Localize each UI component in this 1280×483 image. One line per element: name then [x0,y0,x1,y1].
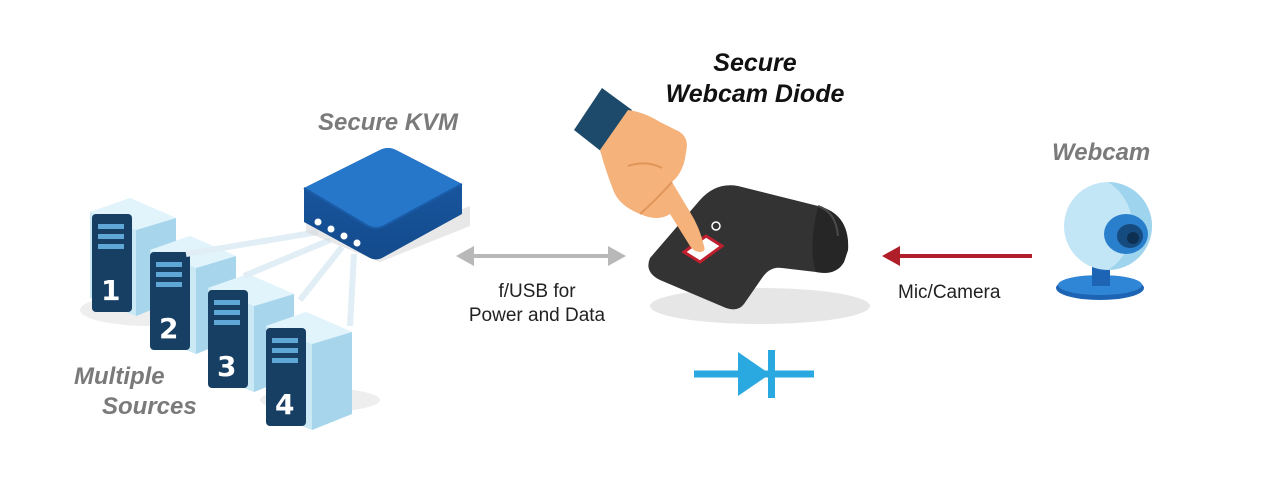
webcam-icon [1056,182,1152,300]
kvm-label: Secure KVM [318,109,459,136]
mic-camera-label: Mic/Camera [898,282,1001,303]
server-number: 2 [159,312,178,345]
kvm-switch-icon [303,148,470,262]
server-number: 4 [275,388,294,421]
server-number: 3 [217,350,236,383]
diode-title-line2: Webcam Diode [665,80,845,109]
sources-label: Multiple Sources [74,362,197,422]
device-shadow [650,288,870,324]
diode-title: Secure Webcam Diode [660,48,850,111]
usb-label: f/USB for Power and Data [452,280,622,328]
server-number: 1 [101,274,120,307]
usb-label-line2: Power and Data [468,304,606,326]
webcam-diode-device-icon [648,185,849,310]
sources-label-line1: Multiple [74,363,165,390]
server-tower-icon: 4 [260,312,380,430]
webcam-label: Webcam [1052,139,1151,166]
usb-bidirectional-arrow [456,246,626,266]
diode-symbol-icon [694,350,814,398]
diode-title-line1: Secure [713,49,797,77]
mic-camera-arrow [882,246,1032,266]
pointing-hand-icon [574,88,705,252]
usb-label-line1: f/USB for [498,281,576,302]
kvm-cables [185,229,357,327]
sources-label-line2: Sources [102,393,197,420]
